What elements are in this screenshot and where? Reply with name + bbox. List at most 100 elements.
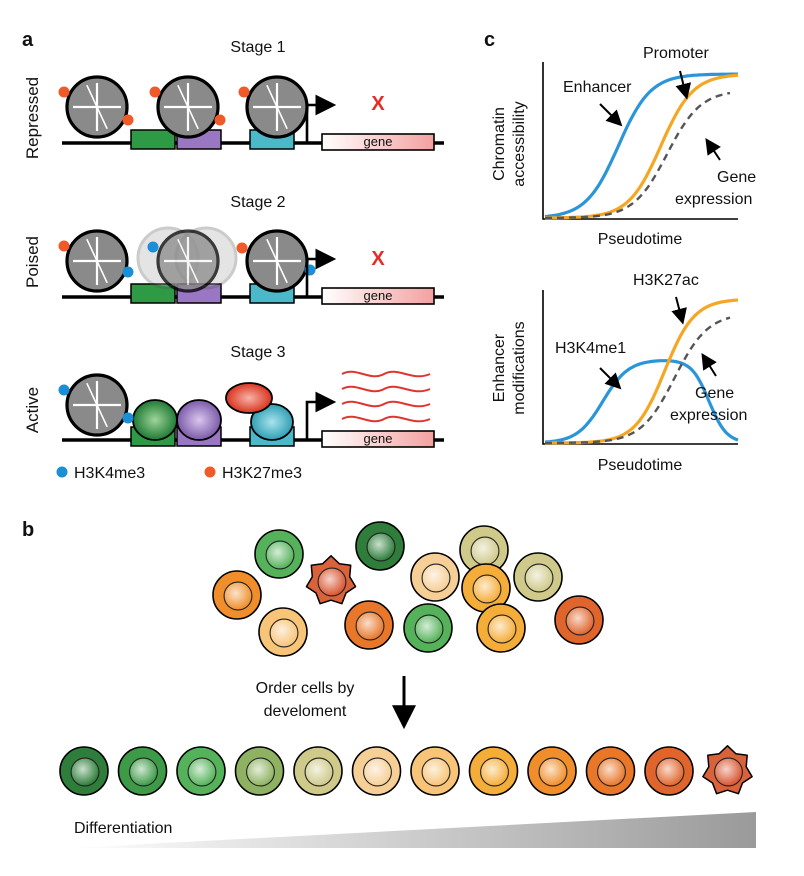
- cell-icon: [59, 746, 109, 796]
- h3k27ac-curve: [544, 298, 739, 445]
- stage-2-title: Stage 2: [230, 194, 285, 211]
- gene-box: [321, 287, 435, 305]
- nucleosome-icon: [245, 229, 309, 293]
- cell-icon: [176, 746, 226, 796]
- tss-arrow-icon: [305, 94, 337, 143]
- promoter-curve: [545, 73, 739, 220]
- nucleosome-icon: [156, 229, 220, 293]
- h3k27me3-mark: [58, 86, 70, 98]
- panel-b-label: b: [22, 519, 34, 541]
- gene-expression-curve: [545, 91, 731, 220]
- h3k4me3-mark: [122, 412, 134, 424]
- cell-icon: [117, 746, 168, 796]
- h3k27me3-legend-dot: [204, 466, 216, 478]
- cell-icon: [461, 563, 511, 613]
- stage-3: Stage 3 Active gene: [23, 344, 444, 448]
- stage-1: Stage 1 Repressed X gene: [23, 39, 444, 159]
- top-ylabel-line2: accessibility: [511, 101, 528, 186]
- cell-icon: [513, 552, 563, 602]
- h3k4me3-mark: [147, 241, 159, 253]
- bottom-ylabel-line1: Enhancer: [491, 333, 508, 402]
- nucleosome-icon: [65, 373, 129, 437]
- h3k27ac-arrow-icon: [671, 296, 687, 325]
- transcription-factor-purple-icon: [176, 399, 222, 441]
- enhancer-annotation: Enhancer: [563, 79, 632, 96]
- gene-label: gene: [364, 431, 393, 446]
- cell-icon: [355, 521, 405, 571]
- panel-c-label: c: [484, 29, 495, 51]
- cell-icon: [476, 603, 526, 653]
- bottom-gene-annotation-line2: expression: [670, 407, 747, 424]
- tss-arrow-icon: [305, 248, 337, 297]
- gene-arrow-icon: [701, 352, 717, 377]
- cell-icon: [258, 607, 308, 657]
- gene-expression-curve: [545, 316, 731, 445]
- cell-icon: [468, 746, 519, 796]
- stage-1-state: Repressed: [23, 77, 42, 159]
- cell-icon: [212, 570, 262, 620]
- gene-label: gene: [364, 288, 393, 303]
- promoter-arrow-icon: [675, 70, 692, 100]
- top-ylabel-line1: Chromatin: [491, 107, 508, 181]
- h3k4me1-annotation: H3K4me1: [555, 340, 626, 357]
- nucleosome-icon: [65, 75, 129, 139]
- h3k27me3-mark: [122, 114, 134, 126]
- legend-h3k4me3: H3K4me3: [74, 465, 145, 482]
- differentiation-wedge: [70, 812, 756, 848]
- promoter-annotation: Promoter: [643, 45, 709, 62]
- legend-h3k27me3: H3K27me3: [222, 465, 302, 482]
- cell-icon: [554, 595, 604, 645]
- h3k4me3-mark: [58, 384, 70, 396]
- transcription-factor-teal-icon: [250, 403, 294, 441]
- enhancer-curve: [544, 72, 738, 219]
- top-xlabel: Pseudotime: [598, 231, 683, 248]
- h3k27ac-annotation: H3K27ac: [633, 272, 699, 289]
- stage-3-state: Active: [23, 387, 42, 433]
- poised-x-icon: X: [371, 248, 385, 270]
- legend: H3K4me3 H3K27me3: [56, 465, 302, 482]
- h3k4me3-mark: [122, 266, 134, 278]
- cell-icon: [527, 746, 577, 796]
- bottom-gene-annotation-line1: Gene: [695, 385, 734, 402]
- cell-icon: [585, 746, 636, 796]
- top-gene-annotation-line1: Gene: [717, 169, 756, 186]
- h3k27me3-mark: [238, 86, 250, 98]
- ordered-cells: [59, 745, 753, 796]
- bottom-ylabel-line2: modifications: [511, 321, 528, 414]
- gene-box: [321, 430, 435, 448]
- h3k4me1-arrow-icon: [599, 367, 622, 390]
- top-gene-annotation-line2: expression: [675, 191, 752, 208]
- enhancer-box-green: [130, 283, 176, 304]
- transcription-factor-green-icon: [132, 399, 178, 441]
- nucleosome-icon: [245, 75, 309, 139]
- order-text-line1: Order cells by: [256, 680, 355, 697]
- h3k4me1-curve: [544, 359, 739, 444]
- cell-icon: [254, 529, 304, 579]
- transcripts-icon: [341, 370, 431, 423]
- gene-box: [321, 133, 435, 151]
- cell-icon: [410, 552, 460, 602]
- enhancer-arrow-icon: [599, 103, 623, 127]
- enhancer-box-green: [130, 129, 176, 150]
- differentiated-cell-icon: [702, 745, 753, 795]
- chart-chromatin-accessibility: Chromatin accessibility Enhancer Promote…: [491, 45, 756, 248]
- nucleosome-icon: [156, 75, 220, 139]
- order-text-line2: develoment: [264, 703, 347, 720]
- cell-icon: [344, 600, 394, 650]
- cell-icon: [403, 603, 453, 653]
- gene-arrow-icon: [705, 138, 721, 161]
- h3k4me3-legend-dot: [56, 466, 68, 478]
- panel-a-label: a: [22, 29, 34, 51]
- cell-icon: [293, 746, 343, 796]
- differentiated-cell-icon: [305, 555, 357, 605]
- cell-icon: [351, 746, 402, 796]
- chart-enhancer-modifications: Enhancer modifications H3K4me1 H3K27ac G…: [491, 272, 747, 474]
- stage-1-title: Stage 1: [230, 39, 285, 56]
- stage-3-title: Stage 3: [230, 344, 285, 361]
- cell-icon: [459, 525, 509, 575]
- bottom-axes: [542, 290, 738, 445]
- h3k27me3-mark: [236, 242, 248, 254]
- nucleosome-icon: [65, 229, 129, 293]
- unordered-cells: [212, 521, 604, 657]
